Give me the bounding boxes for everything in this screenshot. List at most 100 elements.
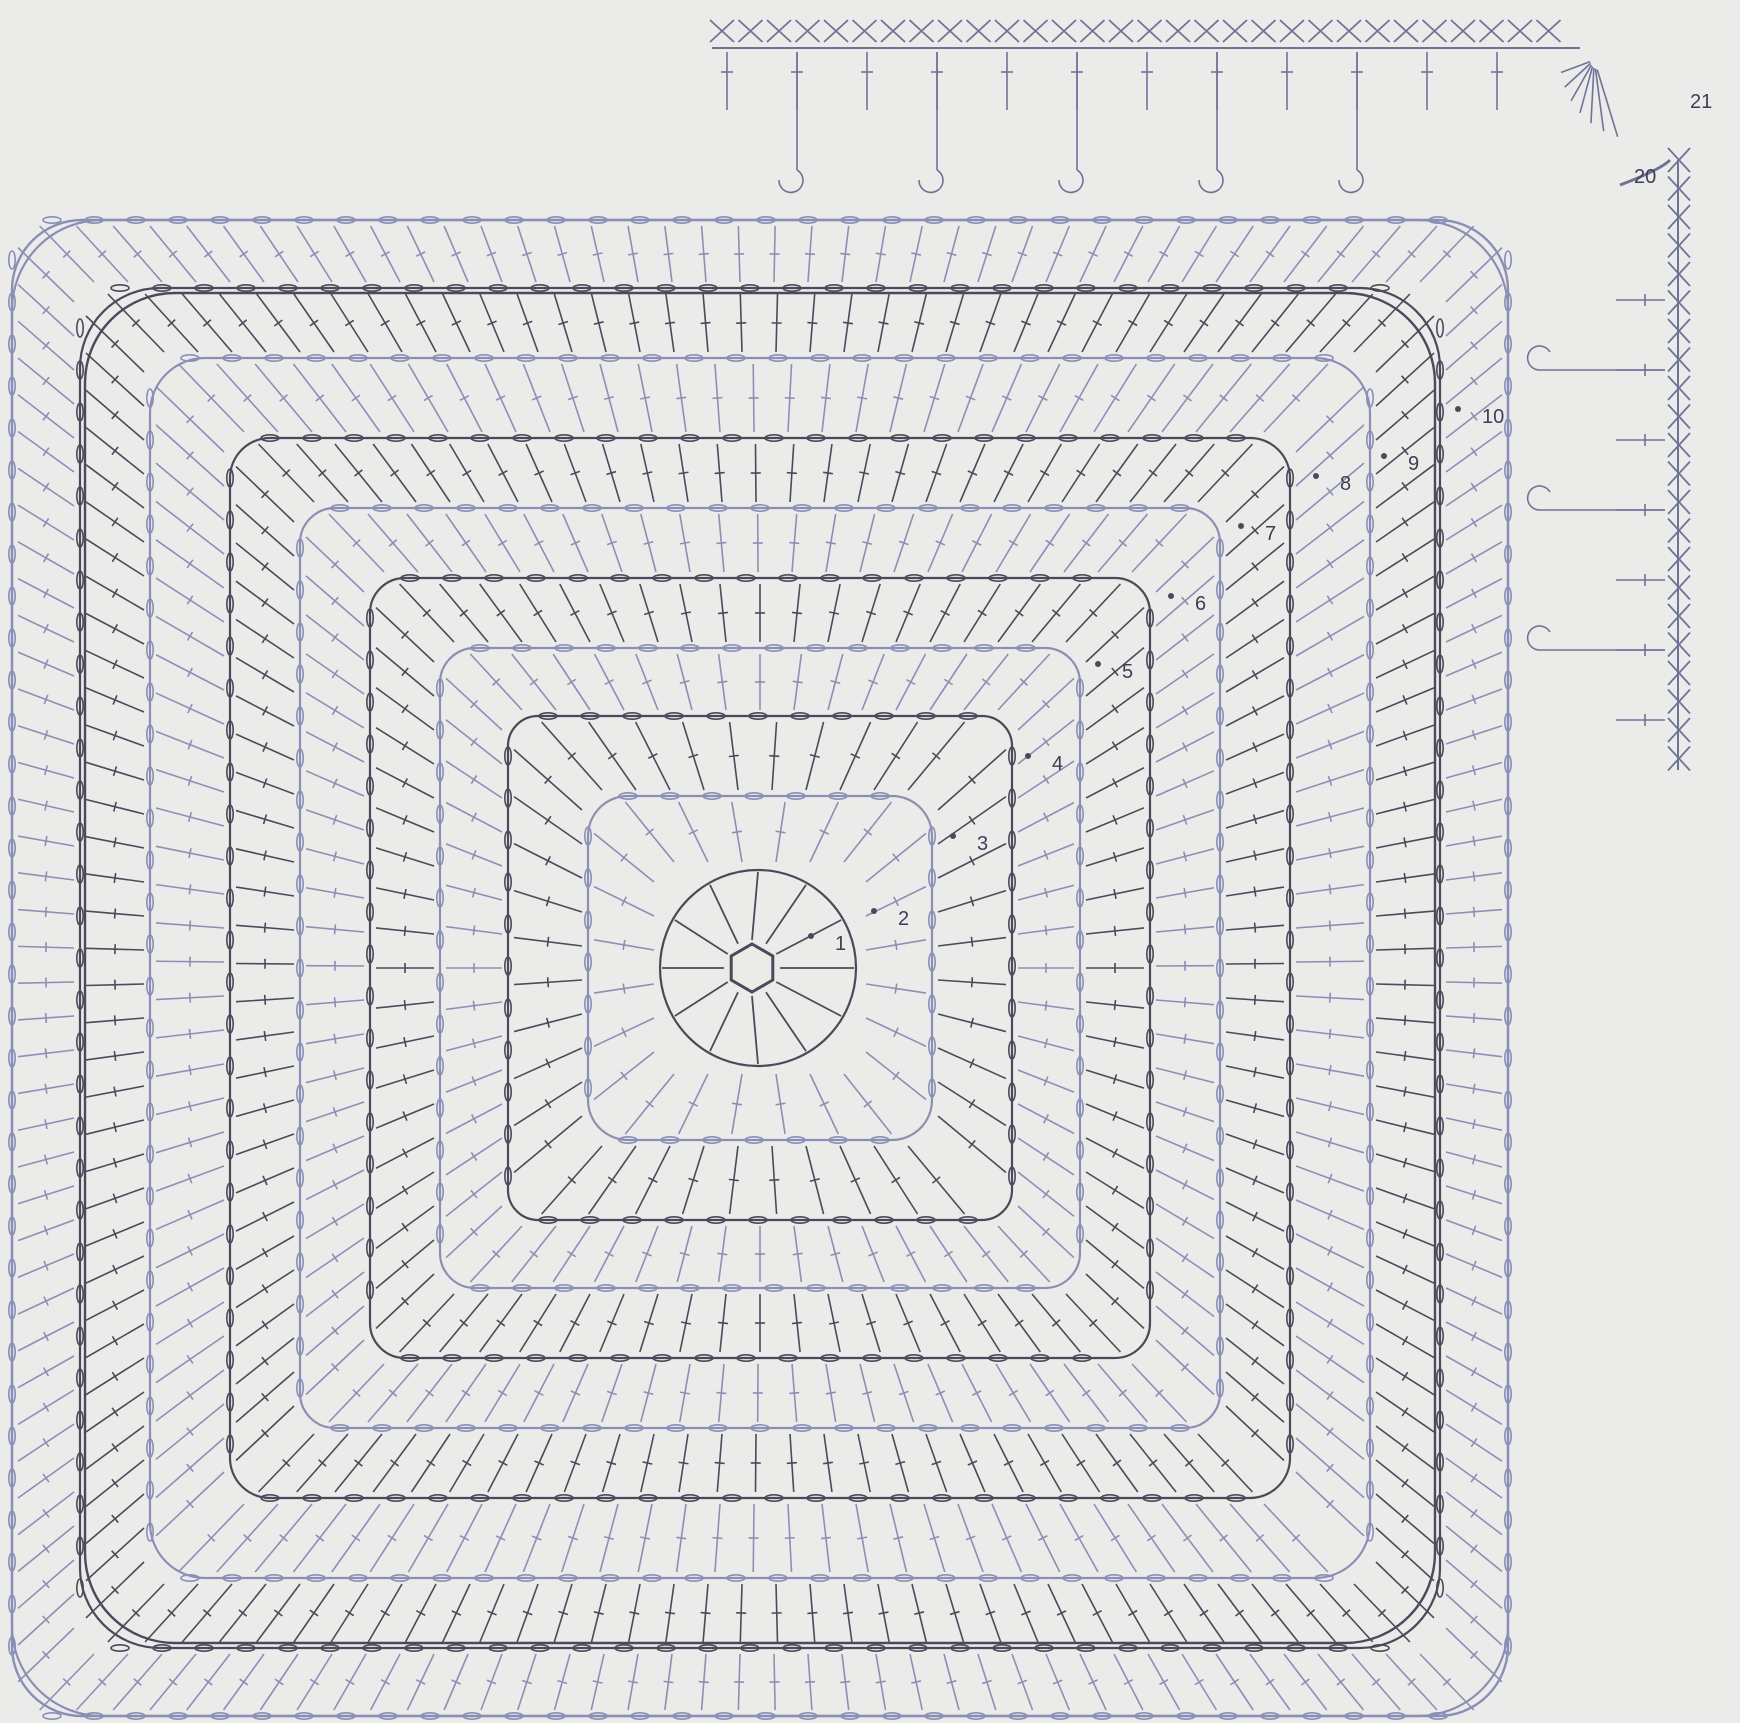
double-crochet-icon xyxy=(717,681,727,682)
outer-frame-light xyxy=(12,220,1508,1716)
single-crochet-icon xyxy=(739,20,763,42)
single-crochet-icon xyxy=(1423,20,1447,42)
double-crochet-icon xyxy=(497,610,505,616)
double-crochet-icon xyxy=(643,1462,653,1464)
double-crochet-icon xyxy=(982,679,990,685)
double-crochet-icon xyxy=(1471,518,1476,526)
double-crochet-icon xyxy=(1327,596,1332,604)
double-crochet-icon xyxy=(732,831,742,833)
double-crochet-icon xyxy=(785,398,795,399)
double-crochet-icon xyxy=(1045,1001,1046,1011)
double-crochet-icon xyxy=(911,253,921,255)
double-crochet-icon xyxy=(944,1251,952,1257)
double-crochet-icon xyxy=(699,254,709,255)
double-crochet-icon xyxy=(1164,1610,1172,1615)
single-crochet-icon xyxy=(1280,20,1304,42)
double-crochet-icon xyxy=(821,1537,831,1538)
double-crochet-icon xyxy=(332,1254,338,1262)
double-crochet-icon xyxy=(424,395,433,400)
double-crochet-icon xyxy=(1254,1031,1255,1041)
double-crochet-icon xyxy=(969,816,975,824)
single-crochet-icon xyxy=(1081,20,1105,42)
double-crochet-icon xyxy=(1255,995,1256,1005)
single-crochet-icon xyxy=(1166,20,1190,42)
double-crochet-icon xyxy=(1471,1438,1477,1446)
double-crochet-icon xyxy=(1015,1320,1023,1326)
double-crochet-icon xyxy=(274,320,282,326)
double-crochet-icon xyxy=(240,1679,248,1685)
double-crochet-icon xyxy=(663,1681,673,1682)
chain-icon xyxy=(9,251,15,269)
double-crochet-icon xyxy=(262,1321,268,1329)
double-crochet-icon xyxy=(346,1680,355,1685)
double-crochet-icon xyxy=(1301,1679,1309,1685)
double-crochet-icon xyxy=(45,801,47,811)
double-crochet-icon xyxy=(187,524,193,532)
double-crochet-icon xyxy=(792,612,802,613)
single-crochet-icon xyxy=(1337,20,1361,42)
double-crochet-icon xyxy=(310,1610,318,1616)
double-crochet-icon xyxy=(843,1612,853,1613)
double-crochet-icon xyxy=(43,448,49,456)
double-crochet-icon xyxy=(805,1682,815,1683)
double-crochet-icon xyxy=(826,1392,836,1394)
single-crochet-icon xyxy=(1309,20,1333,42)
double-crochet-icon xyxy=(43,412,49,420)
double-crochet-icon xyxy=(335,924,336,934)
double-crochet-icon xyxy=(310,320,318,326)
double-crochet-icon xyxy=(463,470,472,475)
double-crochet-icon xyxy=(712,1538,722,1539)
double-crochet-icon xyxy=(1471,1403,1476,1412)
double-crochet-icon xyxy=(1182,670,1188,678)
double-crochet-icon xyxy=(332,633,338,641)
double-crochet-icon xyxy=(547,937,548,947)
double-crochet-icon xyxy=(1252,635,1258,643)
double-crochet-icon xyxy=(187,1319,192,1327)
double-crochet-icon xyxy=(391,1460,399,1466)
double-crochet-icon xyxy=(112,518,118,526)
double-crochet-icon xyxy=(676,1537,686,1538)
double-crochet-icon xyxy=(45,1084,47,1094)
double-crochet-icon xyxy=(471,738,477,746)
double-crochet-icon xyxy=(792,1322,802,1323)
round-label-7: 7 xyxy=(1265,523,1276,545)
double-crochet-icon xyxy=(857,397,867,399)
double-crochet-icon xyxy=(404,1000,405,1010)
single-crochet-icon xyxy=(710,20,734,42)
double-crochet-icon xyxy=(1185,924,1186,934)
double-crochet-icon xyxy=(1473,801,1475,811)
double-crochet-icon xyxy=(840,1681,850,1682)
double-crochet-icon xyxy=(1471,1509,1477,1517)
double-crochet-icon xyxy=(1471,412,1477,420)
double-crochet-icon xyxy=(807,323,817,324)
double-crochet-icon xyxy=(1402,1372,1407,1380)
double-crochet-icon xyxy=(1184,395,1192,401)
single-crochet-icon xyxy=(1394,20,1418,42)
double-crochet-icon xyxy=(895,940,897,950)
double-crochet-icon xyxy=(1404,873,1405,883)
double-crochet-icon xyxy=(1195,1679,1204,1684)
double-crochet-icon xyxy=(334,888,336,898)
double-crochet-icon xyxy=(1182,1290,1188,1298)
picot-hook-icon xyxy=(1059,170,1083,192)
double-crochet-icon xyxy=(1473,1119,1475,1129)
round-4-ring xyxy=(440,648,1080,1288)
double-crochet-icon xyxy=(676,397,686,398)
double-crochet-icon xyxy=(187,596,192,604)
double-crochet-icon xyxy=(497,1320,505,1326)
double-crochet-icon xyxy=(1402,1444,1408,1452)
double-crochet-icon xyxy=(404,889,406,899)
double-crochet-icon xyxy=(190,920,191,930)
double-crochet-icon xyxy=(204,1679,212,1685)
double-crochet-icon xyxy=(1253,1248,1258,1257)
double-crochet-icon xyxy=(716,543,726,544)
double-crochet-icon xyxy=(876,253,886,255)
single-crochet-icon xyxy=(881,20,905,42)
double-crochet-icon xyxy=(1111,1535,1119,1540)
double-crochet-icon xyxy=(1329,884,1330,894)
double-crochet-icon xyxy=(752,996,758,1064)
double-crochet-icon xyxy=(823,1462,833,1463)
double-crochet-icon xyxy=(425,540,433,546)
double-crochet-icon xyxy=(1112,705,1118,713)
